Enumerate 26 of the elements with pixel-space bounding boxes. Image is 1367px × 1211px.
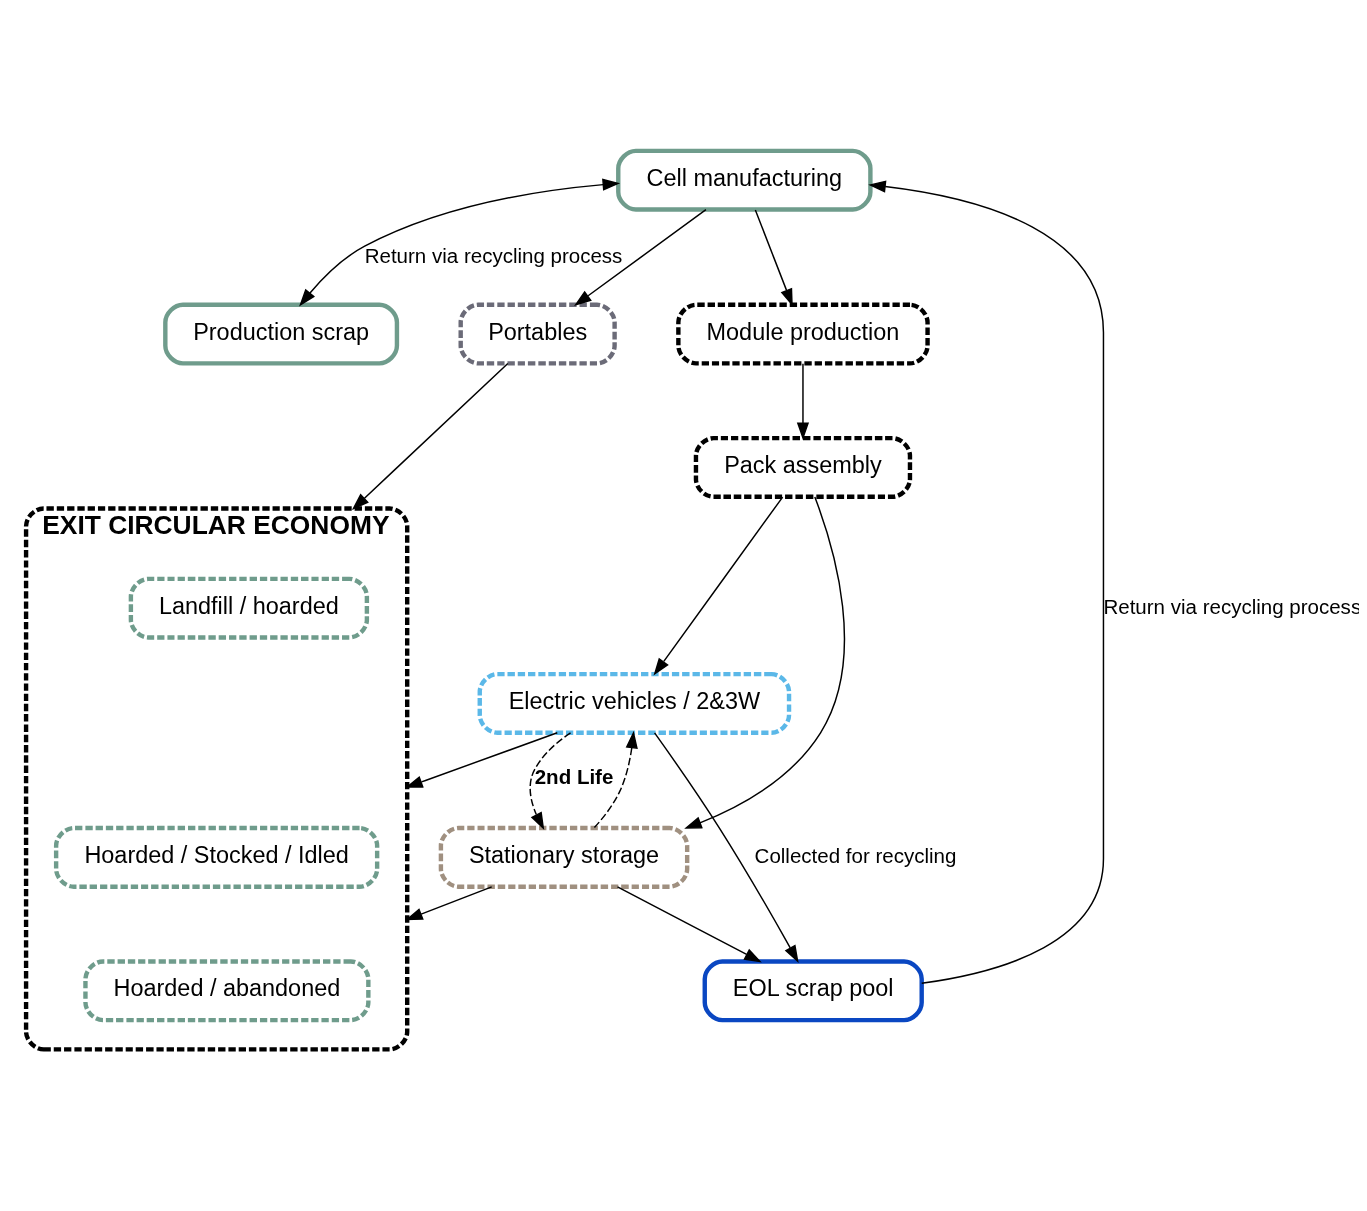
arrow (653, 495, 784, 676)
arrow (574, 208, 707, 306)
arrow (796, 362, 810, 440)
node-box: Electric vehicles / 2&3W (477, 671, 792, 735)
edge-label: Return via recycling process (364, 243, 623, 267)
arrow (529, 731, 572, 830)
arrow (593, 730, 638, 828)
node-box: Production scrap (163, 302, 400, 366)
edge-label: Collected for recycling (754, 843, 957, 867)
node-box: Pack assembly (693, 435, 913, 499)
arrow (653, 731, 799, 963)
arrow (754, 208, 793, 306)
arrow (868, 179, 1105, 984)
node-box: EOL scrap pool (702, 958, 924, 1022)
node-box: Module production (676, 302, 930, 366)
arrow (616, 885, 762, 962)
edge-label: 2nd Life (534, 764, 614, 788)
arrow (299, 178, 621, 306)
node-box: Landfill / hoarded (128, 576, 370, 640)
node-box: Stationary storage (438, 825, 690, 889)
arrow (351, 362, 509, 510)
node-box: Cell manufacturing (616, 148, 873, 212)
node-box: Hoarded / abandoned (83, 958, 371, 1022)
arrow (684, 495, 845, 829)
node-box: Portables (458, 302, 617, 366)
node-box: Hoarded / Stocked / Idled (53, 825, 380, 889)
